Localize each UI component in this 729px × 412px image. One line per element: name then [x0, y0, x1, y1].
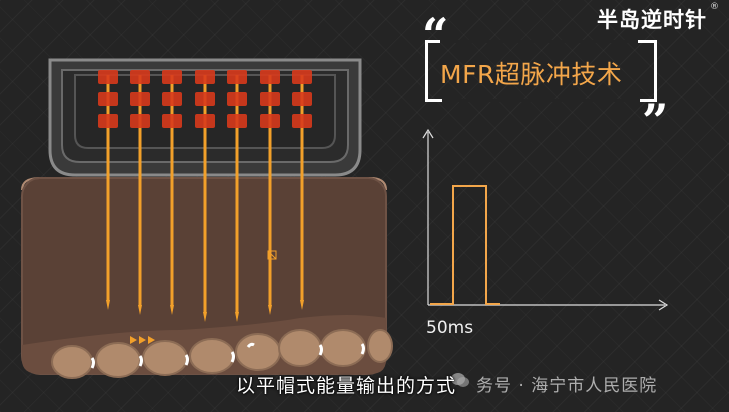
electrode-block: [227, 92, 247, 106]
pulse-waveform: [430, 185, 500, 305]
fat-cell: [95, 342, 141, 378]
pulse-chart: [422, 128, 669, 311]
needle-tip: [300, 300, 304, 310]
title-text: MFR超脉冲技术: [440, 60, 623, 89]
electrode-block: [162, 70, 182, 84]
electrode-block: [130, 70, 150, 84]
fat-cell: [367, 329, 393, 363]
electrode-block: [260, 92, 280, 106]
fat-cell-highlights: [90, 342, 365, 369]
electrode-block: [130, 114, 150, 128]
fat-cell: [278, 329, 322, 367]
title-frame: [425, 40, 657, 102]
fat-cell: [189, 338, 235, 374]
electrode-block: [227, 114, 247, 128]
electrode-block: [195, 70, 215, 84]
electrode-block: [130, 92, 150, 106]
brand-logo: 半岛逆时针: [597, 8, 707, 32]
fat-cell: [235, 333, 281, 371]
needle-tip: [203, 312, 207, 322]
electrode-block: [260, 70, 280, 84]
watermark-text: 务号 · 海宁市人民医院: [476, 376, 658, 396]
needle-tip: [170, 305, 174, 315]
electrode-block: [162, 114, 182, 128]
electrode-block: [292, 92, 312, 106]
subtitle-caption: 以平帽式能量输出的方式: [236, 375, 457, 397]
needle-tip: [106, 300, 110, 310]
brand-reg-mark: ®: [710, 2, 719, 12]
fat-cells: [51, 329, 393, 379]
fat-cell: [320, 329, 366, 367]
electrode-block: [98, 92, 118, 106]
fat-cell: [51, 345, 93, 379]
needle-tip: [138, 305, 142, 315]
electrode-block: [162, 92, 182, 106]
electrode-block: [98, 114, 118, 128]
needle-tip: [268, 305, 272, 315]
quote-close-icon: ”: [642, 94, 669, 148]
electrode-block: [98, 70, 118, 84]
fat-cell: [142, 340, 188, 376]
electrode-block: [292, 114, 312, 128]
flow-arrows: [130, 336, 155, 344]
electrode-block: [260, 114, 280, 128]
electrode-block: [227, 70, 247, 84]
marker-square: [267, 250, 277, 260]
wechat-icon: [451, 373, 469, 387]
electrode-block: [292, 70, 312, 84]
needle-array: [98, 70, 312, 322]
electrode-block: [195, 92, 215, 106]
needle-tip: [235, 312, 239, 322]
electrode-block: [195, 114, 215, 128]
pulse-duration-label: 50ms: [426, 318, 474, 338]
